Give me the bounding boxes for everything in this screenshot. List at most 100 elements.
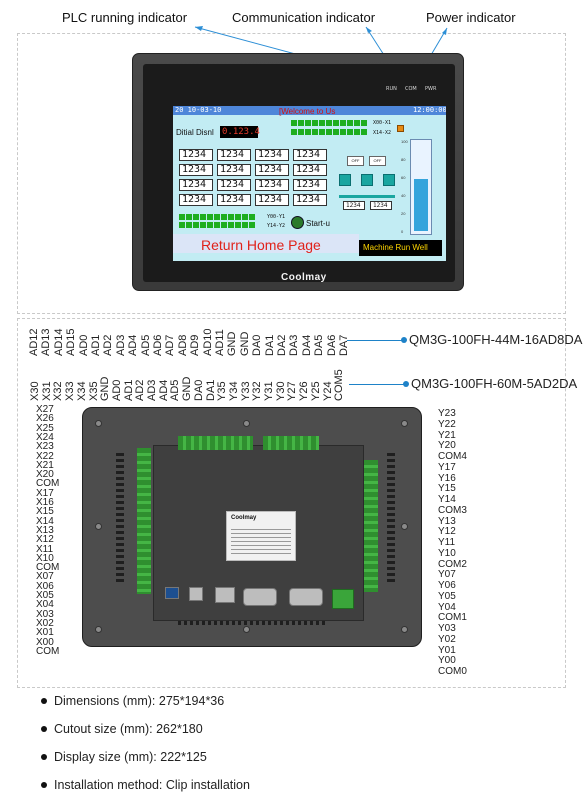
top-terminal-label: DA3 [288, 334, 301, 356]
right-terminal-label: COM4 [438, 451, 467, 462]
green-button[interactable] [383, 174, 395, 186]
second-terminal-label: X34 [75, 381, 88, 401]
ethernet-port[interactable] [215, 587, 235, 603]
off-button[interactable]: OFF [347, 156, 364, 166]
screw-icon [95, 523, 102, 530]
com-led-label: COM [405, 86, 417, 92]
top-terminal-label: AD7 [164, 334, 177, 356]
small-value-box[interactable]: 1234 [343, 201, 365, 210]
top-terminal-label: DA0 [251, 334, 264, 356]
left-terminal-label: X03 [36, 608, 54, 620]
num-box[interactable]: 1234 [217, 149, 251, 161]
second-terminal-label: AD2 [134, 379, 147, 401]
left-terminal-label: X27 [36, 404, 54, 415]
screen-title-bar [173, 106, 446, 115]
num-box[interactable]: 1234 [179, 164, 213, 176]
num-box[interactable]: 1234 [293, 149, 327, 161]
num-box[interactable]: 1234 [179, 179, 213, 191]
right-terminal-label: COM1 [438, 612, 467, 624]
small-value-box[interactable]: 1234 [370, 201, 392, 210]
top-terminal-label: AD2 [102, 334, 115, 356]
num-box[interactable]: 1234 [179, 194, 213, 206]
right-terminal-label: Y20 [438, 440, 456, 452]
screw-icon [95, 626, 102, 633]
gauge-fill [414, 179, 428, 231]
gauge-tick-label: 20 [401, 211, 406, 216]
off-button[interactable]: OFF [369, 156, 386, 166]
spec-text: Installation method: Clip installation [54, 778, 250, 792]
left-terminal-label: X25 [36, 422, 54, 434]
start-knob-icon[interactable] [291, 216, 304, 229]
num-box[interactable]: 1234 [255, 164, 289, 176]
left-terminal-label: X10 [36, 552, 54, 564]
num-box[interactable]: 1234 [217, 194, 251, 206]
serial-port-1[interactable] [243, 588, 277, 606]
green-button[interactable] [339, 174, 351, 186]
num-box[interactable]: 1234 [179, 149, 213, 161]
left-terminal-label: X20 [36, 469, 54, 481]
top-terminal-label: DA1 [263, 334, 276, 356]
left-terminal-label: X04 [36, 599, 54, 611]
left-terminal-label: X02 [36, 617, 54, 629]
second-terminal-label: Y25 [309, 381, 322, 401]
front-view-frame [17, 33, 566, 314]
num-box[interactable]: 1234 [255, 179, 289, 191]
screw-icon [401, 420, 408, 427]
spec-installation: Installation method: Clip installation [41, 778, 250, 792]
green-button[interactable] [361, 174, 373, 186]
return-home-label[interactable]: Return Home Page [201, 237, 321, 253]
serial-port-2[interactable] [289, 588, 323, 606]
run-led-label: RUN [386, 86, 397, 92]
y-label-1: Y00-Y1 [267, 214, 286, 220]
communication-indicator-label: Communication indicator [232, 10, 376, 25]
bullet-icon [41, 781, 47, 788]
top-terminal-label: AD6 [152, 334, 164, 356]
power-terminal[interactable] [332, 589, 354, 609]
num-box[interactable]: 1234 [293, 164, 327, 176]
num-box[interactable]: 1234 [293, 194, 327, 206]
spec-text: Dimensions (mm): 275*194*36 [54, 694, 225, 708]
gauge-tick-label: 100 [401, 139, 408, 144]
second-terminal-label: Y32 [251, 381, 264, 401]
model-1-label: QM3G-100FH-44M-16AD8DA [409, 332, 583, 347]
screen-clock: 12:00:00 [413, 106, 446, 114]
screw-icon [95, 420, 102, 427]
right-terminal-block [364, 460, 378, 592]
left-terminal-label: X22 [36, 450, 54, 462]
num-box[interactable]: 1234 [293, 179, 327, 191]
right-terminal-label: Y17 [438, 461, 456, 473]
top-terminal-label: AD12 [28, 328, 40, 356]
gauge-scale: 100 80 60 40 20 0 [401, 139, 410, 235]
left-terminal-label: X16 [36, 497, 54, 508]
digital-display-label: Ditial Disnl [176, 128, 214, 137]
top-terminal-label: AD0 [77, 334, 90, 356]
usb-b-port[interactable] [189, 587, 203, 601]
second-terminal-label: AD3 [146, 379, 158, 401]
right-terminal-label: Y02 [438, 633, 456, 645]
right-terminal-label: Y14 [438, 494, 456, 505]
second-terminal-label: DA0 [192, 379, 205, 401]
num-box[interactable]: 1234 [217, 179, 251, 191]
bullet-icon [41, 725, 47, 732]
num-box[interactable]: 1234 [255, 149, 289, 161]
level-gauge [410, 139, 432, 235]
mini-bar [339, 195, 395, 198]
left-terminal-label: X00 [36, 636, 54, 648]
num-box[interactable]: 1234 [217, 164, 251, 176]
spec-dimensions: Dimensions (mm): 275*194*36 [41, 694, 224, 708]
hmi-screen: 20 10-03-10 [Welcome to Us 12:00:00 Diti… [173, 106, 446, 261]
second-terminal-label: Y24 [321, 381, 334, 401]
return-home-bar[interactable] [173, 234, 359, 253]
hmi-front-panel: RUN COM PWR 20 10-03-10 [Welcome to Us 1… [132, 53, 464, 291]
right-terminal-label: Y03 [438, 623, 456, 634]
model-2-line [349, 384, 405, 385]
left-terminal-label: X23 [36, 441, 54, 453]
plc-running-indicator-label: PLC running indicator [62, 10, 188, 25]
usb-port[interactable] [165, 587, 179, 599]
num-box[interactable]: 1234 [255, 194, 289, 206]
second-terminal-label: Y34 [227, 381, 240, 401]
spec-display: Display size (mm): 222*125 [41, 750, 207, 764]
right-terminal-label: Y23 [438, 408, 456, 419]
lamp-icon [397, 125, 404, 132]
right-terminal-label: Y11 [438, 537, 456, 548]
